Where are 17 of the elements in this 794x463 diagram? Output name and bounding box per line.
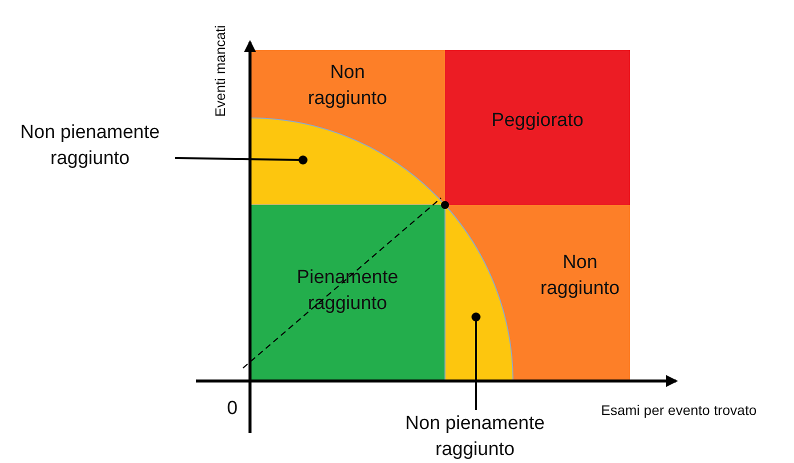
region-label: Non raggiunto [539, 251, 621, 301]
leader-line [174, 156, 308, 164]
origin-label: 0 [227, 398, 238, 420]
chart-region [250, 50, 445, 205]
callout-label: Non pienamente raggiunto [19, 121, 161, 171]
chart-region [250, 118, 445, 205]
callout-label: Non pienamente raggiunto [404, 412, 546, 462]
leader-line [472, 312, 480, 410]
chart-region [445, 205, 513, 381]
region-label: Peggiorato [490, 109, 584, 133]
chart-region [445, 205, 630, 381]
axis-title: Esami per evento trovato [601, 402, 757, 418]
chart-region [445, 50, 630, 205]
region-label: Non raggiunto [306, 61, 388, 111]
axis-title: Eventi mancati [212, 24, 228, 119]
region-label: Pienamente raggiunto [296, 266, 400, 316]
chart-region [250, 205, 445, 381]
